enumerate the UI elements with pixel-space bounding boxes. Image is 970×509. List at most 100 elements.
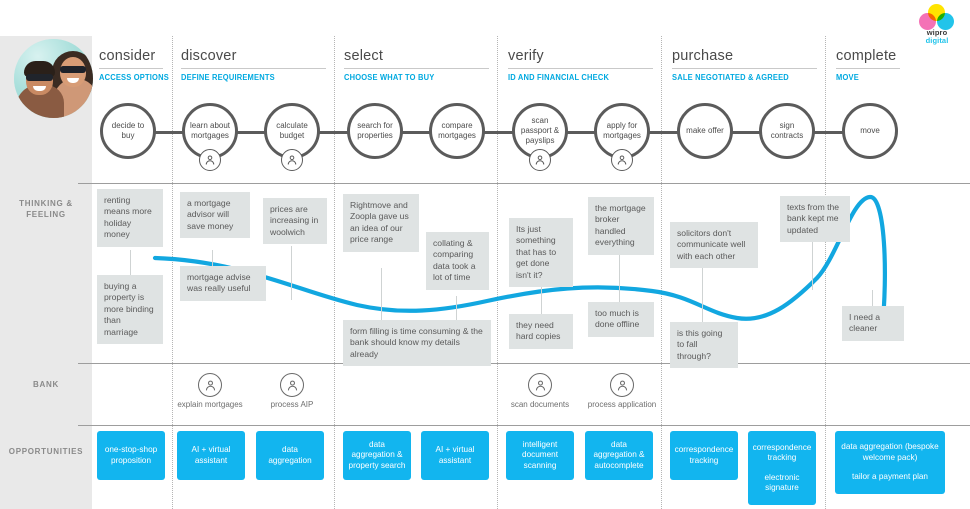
person-icon [198,373,222,397]
phase-subtitle-complete: MOVE [836,73,859,82]
note-stem [541,272,542,314]
step-connector-2 [236,131,267,134]
opportunity-data-aggregation-autocomplete[interactable]: data aggregation & autocomplete [585,431,653,480]
opportunity-ai-virtual-assistant-discover[interactable]: AI + virtual assistant [177,431,245,480]
step-connector-7 [648,131,679,134]
avatar-man-smile [33,86,46,91]
step-compare-mortgages[interactable]: compare mortgages [429,103,485,159]
logo-text-wipro: wipro [926,28,948,37]
note-texts-from-bank: texts from the bank kept me updated [780,196,850,243]
note-mortgage-advisor-save-money: a mortgage advisor will save money [180,192,250,239]
opportunity-correspondence-tracking-esignature[interactable]: correspondence tracking electronic signa… [748,431,816,505]
step-label: scan passport & payslips [520,116,560,145]
opportunity-correspondence-tracking-purchase[interactable]: correspondence tracking [670,431,738,480]
step-label: move [860,126,880,135]
avatar-man-hair [24,61,55,77]
avatar-woman-smile [67,78,79,83]
opportunity-label: AI + virtual assistant [435,445,475,465]
step-connector-1 [155,131,186,134]
logo-circle-cyan [937,13,954,30]
note-stem [212,250,213,266]
note-stem [130,250,131,278]
phase-underline-select [344,68,489,69]
logo-text-digital: digital [925,36,949,45]
opportunity-one-stop-shop[interactable]: one-stop-shop proposition [97,431,165,480]
opportunity-label: data aggregation (bespoke welcome pack) [841,442,939,462]
step-sign-contracts[interactable]: sign contracts [759,103,815,159]
bank-activity-label: process application [587,400,657,409]
column-divider-2 [334,36,335,509]
step-make-offer[interactable]: make offer [677,103,733,159]
step-connector-5 [483,131,514,134]
emotion-curve [152,194,887,334]
step-connector-4 [401,131,432,134]
opportunity-label: data aggregation & autocomplete [593,439,645,470]
row-label-bank: BANK [33,380,59,389]
opportunity-label: tailor a payment plan [851,472,928,482]
phase-subtitle-purchase: SALE NEGOTIATED & AGREED [672,73,789,82]
opportunity-label: data aggregation & property search [348,439,406,470]
phase-title-consider: consider [99,48,156,64]
step-move[interactable]: move [842,103,898,159]
phase-title-discover: discover [181,48,237,64]
bank-activity-explain-mortgages[interactable]: explain mortgages [172,373,248,410]
logo-circle-magenta [919,13,936,30]
step-decide-to-buy[interactable]: decide to buy [100,103,156,159]
bank-activity-label: explain mortgages [177,400,243,409]
person-icon [529,149,551,171]
row-label-opportunities: OPPORTUNITIES [8,447,84,456]
phase-underline-purchase [672,68,817,69]
phase-underline-complete [836,68,900,69]
phase-subtitle-discover: DEFINE REQUIREMENTS [181,73,275,82]
note-stem [381,268,382,320]
note-rightmove-zoopla: Rightmove and Zoopla gave us an idea of … [343,194,419,252]
opportunity-intelligent-document-scanning[interactable]: intelligent document scanning [506,431,574,480]
step-label: search for properties [357,121,393,140]
note-form-filling-time-consuming: form filling is time consuming & the ban… [343,320,491,367]
note-renting-holiday-money: renting means more holiday money [97,189,163,247]
bank-activity-scan-documents[interactable]: scan documents [502,373,578,410]
divider-thinking-row [78,183,970,184]
step-label: learn about mortgages [189,121,231,140]
opportunity-data-aggregation[interactable]: data aggregation [256,431,324,480]
avatar-man-sunglasses [26,74,53,81]
wipro-digital-logo: wipro digital [914,4,960,45]
opportunity-label: AI + virtual assistant [191,445,231,465]
note-too-much-offline: too much is done offline [588,302,654,337]
phase-underline-discover [181,68,326,69]
avatar-woman-sunglasses [60,66,86,73]
phase-subtitle-consider: ACCESS OPTIONS [99,73,169,82]
phase-underline-consider [99,68,163,69]
note-stem [291,246,292,300]
step-label: calculate budget [276,121,308,140]
step-connector-3 [318,131,349,134]
phase-subtitle-select: CHOOSE WHAT TO BUY [344,73,435,82]
logo-marks [917,4,957,30]
opportunity-data-aggregation-property-search[interactable]: data aggregation & property search [343,431,411,480]
step-label: apply for mortgages [603,121,641,140]
phase-title-verify: verify [508,48,544,64]
step-label: decide to buy [111,121,145,140]
person-icon [528,373,552,397]
step-label: compare mortgages [438,121,476,140]
bank-activity-process-application[interactable]: process application [584,373,660,410]
phase-subtitle-verify: ID AND FINANCIAL CHECK [508,73,610,82]
divider-bank-row [78,363,970,364]
opportunity-data-aggregation-welcome-pack[interactable]: data aggregation (bespoke welcome pack) … [835,431,945,494]
note-broker-handled-everything: the mortgage broker handled everything [588,197,654,255]
note-need-hard-copies: they need hard copies [509,314,573,349]
note-prices-increasing-woolwich: prices are increasing in woolwich [263,198,327,245]
opportunity-ai-virtual-assistant-select[interactable]: AI + virtual assistant [421,431,489,480]
phase-title-purchase: purchase [672,48,734,64]
column-divider-3 [497,36,498,509]
person-icon [281,149,303,171]
step-connector-9 [813,131,844,134]
step-search-for-properties[interactable]: search for properties [347,103,403,159]
person-icon [611,149,633,171]
row-label-thinking-feeling: THINKING & FEELING [19,199,73,219]
note-buying-more-binding: buying a property is more binding than m… [97,275,163,345]
opportunity-label: correspondence tracking [674,445,734,465]
bank-activity-process-aip[interactable]: process AIP [254,373,330,410]
note-stem [619,252,620,302]
